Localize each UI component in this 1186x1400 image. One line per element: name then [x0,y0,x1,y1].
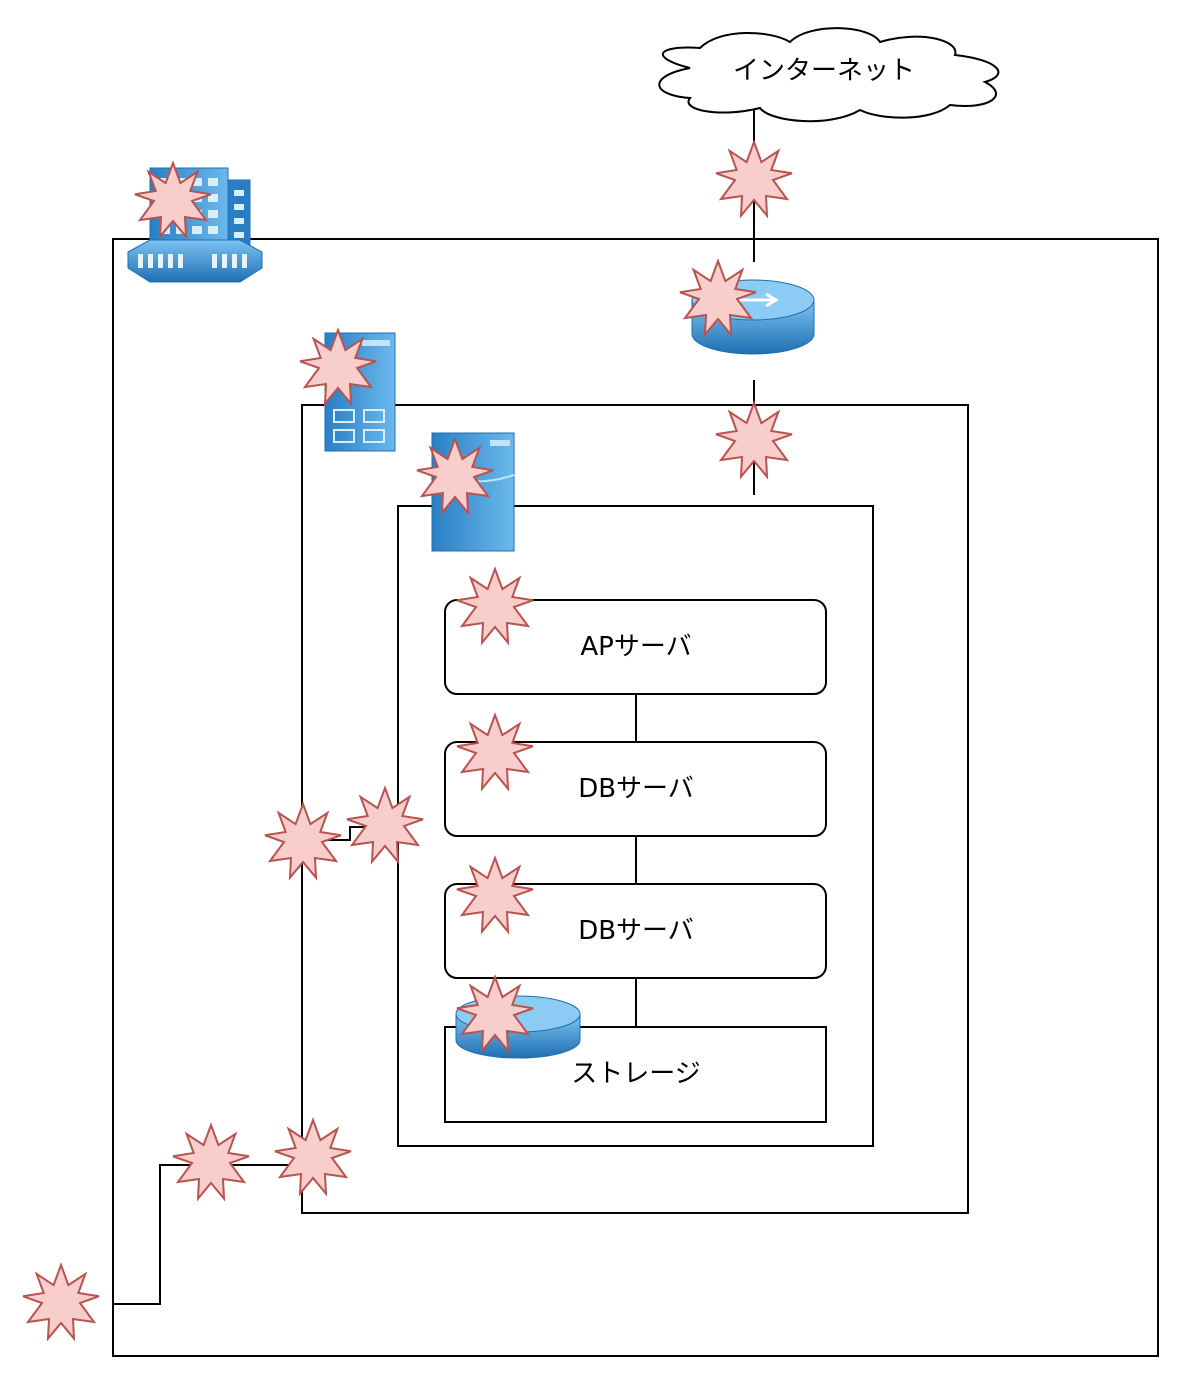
ap-server-label: APサーバ [580,632,691,662]
storage-label: ストレージ [571,1059,700,1089]
burst-marker-outside [22,1264,100,1340]
internet-label: インターネット [733,56,915,86]
db-server-box-1: DBサーバ [444,741,827,837]
burst-marker-bottom-link [172,1124,250,1200]
db-server-label-2: DBサーバ [578,916,694,946]
building-icon [127,167,263,283]
db-server-label-1: DBサーバ [578,774,694,804]
ap-server-box: APサーバ [444,599,827,695]
internet-cloud: インターネット [658,27,1000,123]
outer-site-boundary [112,238,1159,1357]
db-server-box-2: DBサーバ [444,883,827,979]
burst-markers [22,141,793,1340]
burst-marker-bottom-zone [274,1119,352,1195]
burst-marker-zone-link-inner [346,787,424,863]
